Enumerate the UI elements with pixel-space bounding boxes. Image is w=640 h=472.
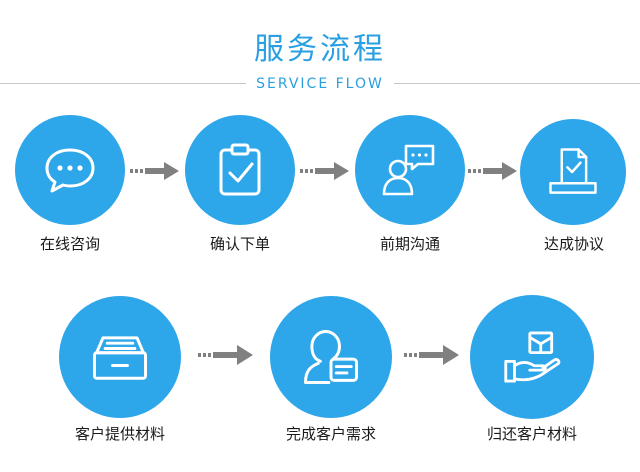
step-label-reach-agreement: 达成协议 <box>543 235 604 253</box>
step-confirm-order <box>185 115 295 225</box>
step-online-consult <box>15 115 125 225</box>
chat-bubble-icon <box>45 148 95 193</box>
step-label-complete-client-requirements: 完成客户需求 <box>285 425 376 443</box>
step-client-provides-materials <box>59 296 181 418</box>
subtitle-row: SERVICE FLOW <box>0 72 640 96</box>
file-drawer-icon <box>93 336 147 380</box>
page-subtitle: SERVICE FLOW <box>256 76 384 92</box>
step-label-online-consult: 在线咨询 <box>39 235 100 253</box>
arrow-right-icon <box>404 345 459 365</box>
step-label-client-provides-materials: 客户提供材料 <box>74 425 165 443</box>
step-label-preliminary-communication: 前期沟通 <box>379 235 440 253</box>
page-title: 服务流程 <box>254 32 386 67</box>
step-label-return-client-materials: 归还客户材料 <box>486 425 577 443</box>
step-return-client-materials <box>470 295 594 419</box>
divider-left <box>0 83 246 84</box>
document-check-icon <box>549 148 597 194</box>
step-preliminary-communication <box>355 115 465 225</box>
person-card-icon <box>304 330 358 384</box>
arrow-right-icon <box>130 162 179 180</box>
arrow-right-icon <box>198 345 253 365</box>
arrow-right-icon <box>300 162 349 180</box>
hand-package-icon <box>504 331 561 383</box>
step-complete-client-requirements <box>270 296 392 418</box>
step-reach-agreement <box>520 119 626 225</box>
person-speech-icon <box>382 144 435 196</box>
clipboard-check-icon <box>219 143 261 196</box>
arrow-right-icon <box>468 162 517 180</box>
step-label-confirm-order: 确认下单 <box>209 235 270 253</box>
divider-right <box>394 83 640 84</box>
